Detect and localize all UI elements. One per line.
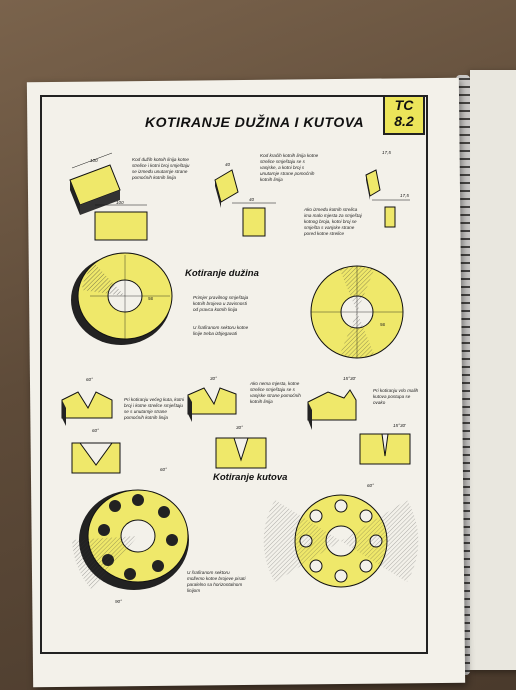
- next-page-edge: [470, 70, 516, 670]
- dim-100-bottom: 100: [116, 200, 124, 205]
- ring-3d-hatched: [71, 252, 173, 345]
- block-tiny-dimension: [365, 169, 410, 228]
- note-small-angle: Pri kotiranju vrlo malih kutova postupa …: [373, 388, 419, 405]
- dim-56-ring-right: 56: [380, 322, 386, 327]
- flange-flat-hatched: [263, 494, 419, 588]
- angle-60-view: 60°: [92, 428, 99, 433]
- block-long-dimension: [69, 152, 148, 241]
- sheet-badge: TC 8.2: [383, 95, 425, 135]
- angle-90-flange: 90°: [115, 599, 122, 604]
- dim-40-bottom: 40: [249, 197, 255, 202]
- sheet-title: KOTIRANJE DUŽINA I KUTOVA: [145, 114, 365, 130]
- note-hatched-sector: U šrafiranom sektoru kotne linije treba …: [193, 325, 249, 336]
- v-block-small-angle: [307, 389, 411, 465]
- section-lengths-heading: Kotiranje dužina: [185, 268, 259, 279]
- badge-line-1: TC: [394, 97, 414, 113]
- badge-line-2: 8.2: [394, 113, 414, 129]
- note-long-dims: Kod dužih kotnih linija kotne strelice i…: [132, 157, 190, 180]
- dim-17-5-bottom: 17,5: [400, 193, 409, 198]
- angle-60-flange-right: 60°: [367, 483, 374, 488]
- flange-3d-hatched: [72, 489, 189, 590]
- angle-15-30-block: 15°30': [343, 376, 356, 381]
- dim-56-ring-left: 56: [148, 296, 154, 301]
- angle-15-30-view: 15°30': [393, 423, 406, 428]
- section-angles-heading: Kotiranje kutova: [213, 472, 288, 483]
- note-number-placement: Primjer pravilnog smještaja kotnih broje…: [193, 295, 249, 312]
- dim-100-top: 100: [90, 158, 98, 163]
- block-short-dimension: [214, 169, 276, 237]
- note-hatched-parallel: U šrafiranom sektoru možemo kotne brojev…: [187, 570, 246, 593]
- v-block-large-angle: [61, 391, 121, 474]
- note-short-dims: Kod kraćih kotnih linija kotne strelice …: [260, 153, 319, 182]
- angle-60-flange-left: 60°: [160, 467, 167, 472]
- note-tiny-dims: Ako između kotnih strelica ima malo mjes…: [304, 207, 362, 236]
- sheet-frame: [40, 95, 428, 654]
- note-large-angle: Pri kotiranju većeg kuta, kotni broj i k…: [124, 397, 185, 420]
- ring-flat-hatched: [310, 265, 404, 359]
- v-block-medium-angle: [187, 387, 267, 469]
- angle-60-block: 60°: [86, 377, 93, 382]
- dim-40-top: 40: [225, 162, 231, 167]
- note-no-room: Ako nema mjesta, kotne strelice smještaj…: [250, 381, 301, 404]
- angle-30-view: 30°: [236, 425, 243, 430]
- dim-17-5-top: 17,5: [382, 150, 391, 155]
- angle-30-block: 30°: [210, 376, 217, 381]
